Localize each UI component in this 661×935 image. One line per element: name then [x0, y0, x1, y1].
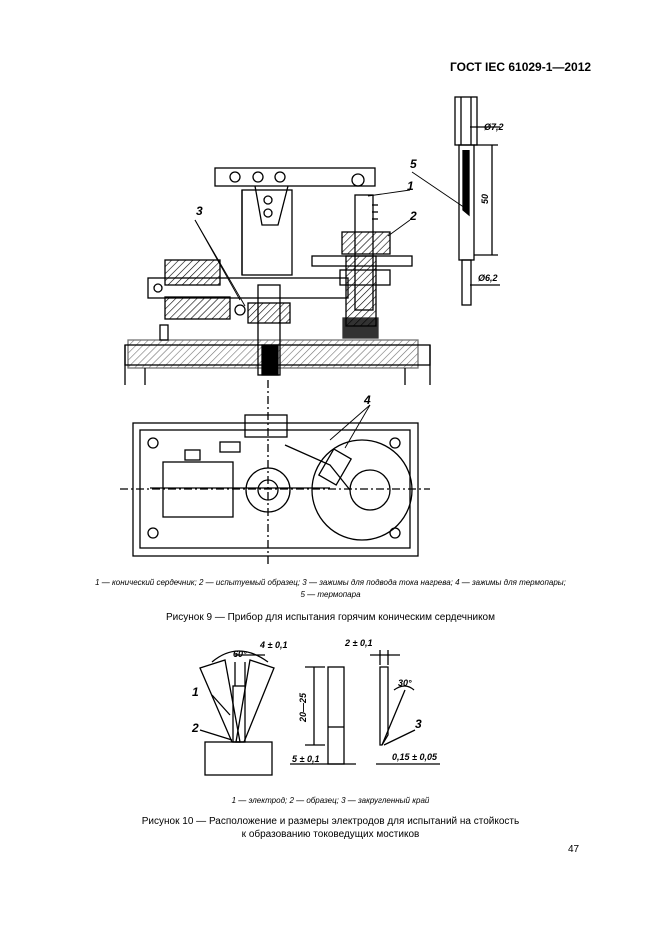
dim-d62: Ø6,2	[478, 273, 498, 283]
dim-d72: Ø7,2	[484, 122, 504, 132]
figure10-electrodes	[199, 650, 275, 776]
figure9-top-view	[120, 380, 430, 565]
figure10-caption-1: Рисунок 10 — Расположение и размеры элек…	[141, 816, 520, 827]
dim-5: 5 ± 0,1	[292, 754, 319, 764]
standard-header: ГОСТ IEC 61029-1—2012	[450, 60, 592, 74]
figure10-caption-2: к образованию токоведущих мостиков	[241, 829, 420, 840]
figure9-leaders	[194, 171, 469, 307]
page-number: 47	[568, 844, 580, 855]
figure9-caption: Рисунок 9 — Прибор для испытания горячим…	[165, 612, 495, 623]
figure10-electrode-side	[370, 650, 440, 765]
callout-10-3: 3	[415, 717, 422, 731]
callout-5: 5	[410, 157, 417, 171]
figure9-leaders-4	[329, 404, 371, 449]
thermocouple-detail	[454, 96, 500, 306]
dim-015: 0,15 ± 0,05	[392, 752, 438, 762]
dim-50: 50	[480, 194, 490, 204]
figure10-legend: 1 — электрод; 2 — образец; 3 — закруглен…	[231, 796, 430, 805]
callout-2: 2	[409, 209, 417, 223]
figure9-legend-1: 1 — конический сердечник; 2 — испытуемый…	[95, 578, 566, 587]
callout-10-2: 2	[191, 721, 199, 735]
figure9-side-view	[124, 167, 431, 385]
dim-2: 2 ± 0,1	[344, 638, 372, 648]
figure10-electrode-front	[290, 666, 356, 765]
callout-3: 3	[196, 204, 203, 218]
callout-1: 1	[407, 179, 414, 193]
dim-4: 4 ± 0,1	[259, 640, 287, 650]
callout-4: 4	[363, 393, 371, 407]
dim-20-25: 20—25	[298, 692, 308, 723]
dim-angle-60: 60°	[233, 649, 247, 659]
callout-10-1: 1	[192, 685, 199, 699]
figure9-legend-2: 5 — термопара	[300, 590, 361, 599]
dim-angle-30: 30°	[398, 678, 412, 688]
